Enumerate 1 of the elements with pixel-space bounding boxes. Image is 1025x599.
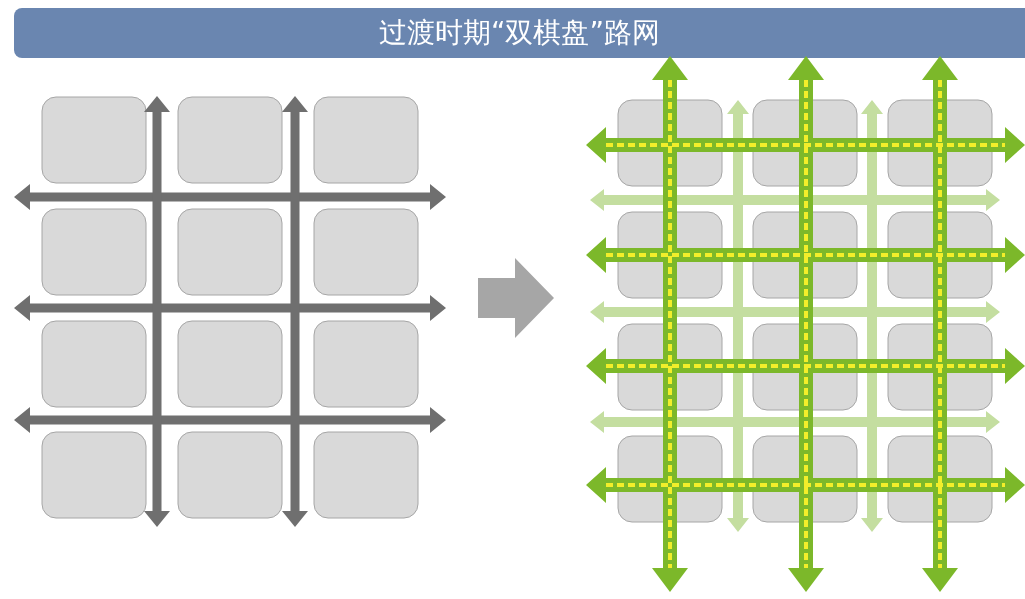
title-banner: 过渡时期“双棋盘”路网 — [14, 8, 1025, 58]
